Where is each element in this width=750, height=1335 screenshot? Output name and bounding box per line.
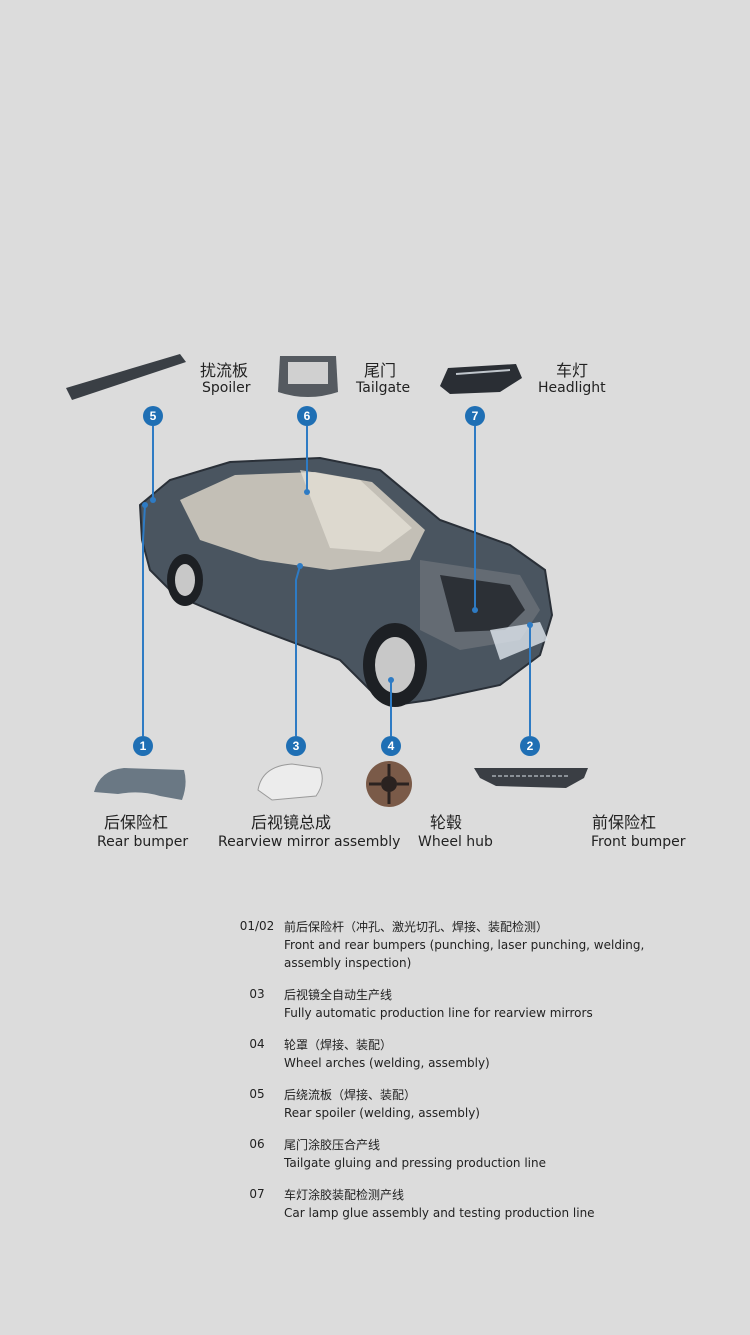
headlight-label-cn: 车灯: [556, 361, 589, 380]
list-item-number: 05: [249, 1087, 265, 1101]
marker-3: 3: [286, 736, 306, 756]
mirror-part-image: [257, 763, 323, 801]
list-item-en: Wheel arches (welding, assembly): [284, 1056, 490, 1070]
front-bumper-label-cn: 前保险杠: [592, 813, 657, 832]
list-item-cn: 轮罩（焊接、装配）: [284, 1038, 393, 1052]
list-item: 04 轮罩（焊接、装配） Wheel arches (welding, assem…: [230, 1036, 650, 1072]
list-item-en: Car lamp glue assembly and testing produ…: [284, 1206, 595, 1220]
wheel-hub-label-en: Wheel hub: [418, 834, 493, 850]
wheel-hub-label-cn: 轮毂: [430, 813, 463, 832]
front-bumper-part-image: [474, 768, 588, 788]
list-item: 07 车灯涂胶装配检测产线 Car lamp glue assembly and …: [230, 1186, 650, 1222]
mirror-label-cn: 后视镜总成: [251, 813, 332, 832]
front-bumper-label-en: Front bumper: [591, 834, 686, 850]
rear-bumper-label-cn: 后保险杠: [104, 813, 169, 832]
marker-2: 2: [520, 736, 540, 756]
connector-lines: [142, 426, 531, 736]
production-line-list: 01/02 前后保险杆（冲孔、激光切孔、焊接、装配检测） Front and re…: [230, 918, 650, 1236]
list-item-cn: 车灯涂胶装配检测产线: [284, 1188, 405, 1202]
list-item-cn: 前后保险杆（冲孔、激光切孔、焊接、装配检测）: [284, 920, 549, 934]
spoiler-label-en: Spoiler: [202, 380, 251, 396]
wheel-hub-part-image: [366, 761, 412, 807]
marker-1: 1: [133, 736, 153, 756]
rear-bumper-part-image: [94, 768, 186, 800]
list-item-number: 03: [249, 987, 265, 1001]
list-item-en: Fully automatic production line for rear…: [284, 1006, 593, 1020]
list-item-cn: 尾门涂胶压合产线: [284, 1138, 381, 1152]
list-item-number: 07: [249, 1187, 265, 1201]
spoiler-label-cn: 扰流板: [200, 361, 249, 380]
list-item: 05 后绕流板（焊接、装配） Rear spoiler (welding, ass…: [230, 1086, 650, 1122]
headlight-part-image: [440, 364, 522, 394]
marker-6: 6: [297, 406, 317, 426]
list-item-en: Tailgate gluing and pressing production …: [284, 1156, 547, 1170]
mirror-label-en: Rearview mirror assembly: [218, 834, 401, 850]
marker-4: 4: [381, 736, 401, 756]
headlight-label-en: Headlight: [538, 380, 606, 396]
rear-bumper-label-en: Rear bumper: [97, 834, 189, 850]
list-item-number: 06: [249, 1137, 265, 1151]
spoiler-part-image: [66, 354, 186, 400]
list-item: 01/02 前后保险杆（冲孔、激光切孔、焊接、装配检测） Front and re…: [230, 918, 650, 972]
tailgate-part-image: [278, 356, 338, 397]
connector-dots: [142, 489, 533, 683]
list-item-en: Front and rear bumpers (punching, laser …: [284, 938, 645, 970]
list-item-cn: 后视镜全自动生产线: [284, 988, 393, 1002]
tailgate-label-en: Tailgate: [356, 380, 411, 396]
list-item-cn: 后绕流板（焊接、装配）: [284, 1088, 417, 1102]
marker-7: 7: [465, 406, 485, 426]
list-item: 06 尾门涂胶压合产线 Tailgate gluing and pressing …: [230, 1136, 650, 1172]
list-item: 03 后视镜全自动生产线 Fully automatic production l…: [230, 986, 650, 1022]
tailgate-label-cn: 尾门: [364, 361, 397, 380]
list-item-en: Rear spoiler (welding, assembly): [284, 1106, 480, 1120]
list-item-number: 01/02: [239, 919, 275, 933]
list-item-number: 04: [249, 1037, 265, 1051]
car-illustration: [138, 456, 554, 707]
marker-5: 5: [143, 406, 163, 426]
